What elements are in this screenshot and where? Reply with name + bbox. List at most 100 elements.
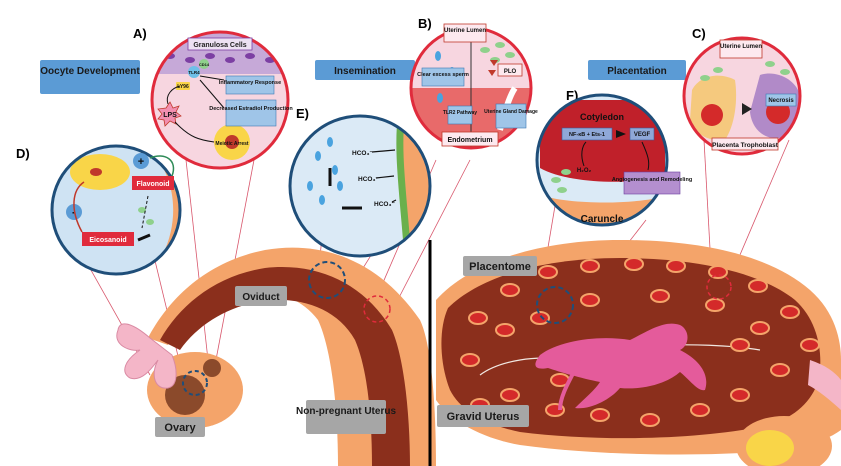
non-pregnant-uterus-text: Non-pregnant Uterus [296, 406, 396, 417]
plo-box [497, 63, 523, 77]
ovary-follicle-large [165, 375, 205, 415]
placentome-label-box [463, 256, 537, 276]
oviduct-lumen [160, 267, 410, 466]
panel-b: B) Uterine Lumen Clear excess sperm PLO … [409, 16, 538, 150]
inflammatory-response-box [225, 75, 275, 95]
ly96-box [176, 82, 190, 90]
oocyte-development-text: Oocyte Development [40, 66, 140, 77]
panel-c-border [682, 36, 802, 156]
section-headers: Oocyte Development Insemination Placenta… [40, 60, 686, 94]
decreased-estradiol-box [225, 99, 277, 127]
fetus [535, 323, 707, 409]
insemination-label: Insemination [334, 66, 396, 77]
uterine-lumen-c-label: Uterine Lumen [720, 44, 762, 50]
decreased-estradiol-label: Decreased Estradiol Production [209, 106, 293, 112]
ly96-label: LY96 [177, 84, 189, 90]
necrosis-box [765, 93, 797, 107]
plo-label: PLO [504, 69, 517, 75]
bacteria-d [138, 207, 154, 225]
bacteria-c [700, 61, 790, 81]
nfkb-label: NF-κB + Ets-1 [569, 132, 605, 138]
panel-d-letter: D) [16, 146, 30, 161]
ovary-label-box [155, 417, 205, 437]
panel-d-oocyte-nucleus [90, 168, 102, 176]
ovary-right-follicle [746, 430, 794, 466]
uterine-lumen-c-box [719, 39, 763, 59]
cotyledon-label: Cotyledon [580, 112, 624, 122]
panel-e-border [288, 114, 432, 258]
cervix [808, 360, 841, 410]
hco3-label-2: HCO₃⁻ [358, 176, 379, 183]
tlr4-label: TLR4 [188, 70, 200, 75]
placentation-label-box [588, 60, 686, 80]
sperm-e [307, 137, 343, 205]
non-pregnant-uterus-label-box [306, 400, 386, 434]
uterus-dashed-marker [363, 295, 391, 323]
h2o2-label: H₂O₂ [577, 168, 592, 174]
panel-c-letter: C) [692, 26, 706, 41]
panel-d-arrows [73, 155, 175, 242]
panel-a-arrows [166, 75, 225, 143]
panel-d-border [50, 144, 182, 276]
trophoblast-nucleus [701, 104, 723, 126]
panel-a-letter: A) [133, 26, 147, 41]
panel-e: E) HCO₃⁻ HCO₃⁻ HCO₃⁻ [288, 106, 432, 258]
hco3-label-3: HCO₃⁻ [374, 201, 395, 208]
tlr4-marker [188, 66, 200, 78]
oocyte-nucleus [225, 135, 239, 149]
bacteria-f [551, 169, 571, 193]
gravid-uterus-label: Gravid Uterus [447, 411, 520, 423]
oviduct-label: Oviduct [242, 292, 280, 303]
uterine-gland-damage-label: Uterine Gland Damage [484, 109, 538, 115]
vegf-label: VEGF [634, 132, 651, 138]
placenta-trophoblast-box [711, 137, 779, 151]
meiotic-arrest-label: Meiotic Arrest [215, 141, 248, 147]
flavonoid-box [132, 176, 174, 190]
oocyte-development-label: Oocyte Development [40, 66, 140, 77]
insemination-label-box [315, 60, 415, 80]
ovary-follicle-small [203, 359, 221, 377]
anatomy-labels: Oviduct Ovary Non-pregnant Uterus Gravid… [155, 256, 537, 437]
gravid-uterus-label-box [437, 405, 529, 427]
eicosanoid-label: Eicosanoid [89, 237, 126, 244]
nfkb-box [561, 127, 613, 141]
caruncles [460, 257, 820, 427]
ovary-dashed-marker [182, 370, 208, 396]
plo-triangle-2 [488, 70, 496, 76]
clear-excess-sperm-box [421, 67, 465, 87]
plus-badge [133, 153, 149, 169]
fimbriae [116, 323, 177, 389]
angiogenesis-box [623, 171, 681, 195]
placentome-label: Placentome [469, 261, 531, 273]
granulosa-cells-label: Granulosa Cells [193, 42, 246, 49]
oocyte-development-label-box [40, 60, 140, 94]
uterine-gland-damage-box [495, 103, 527, 129]
panel-f: F) Cotyledon NF-κB + Ets-1 VEGF H₂O₂ Ang… [535, 88, 692, 227]
uterine-lumen-b-box [443, 23, 487, 43]
lps-star [157, 101, 182, 127]
panel-f-arrows [581, 141, 650, 171]
panel-e-letter: E) [296, 106, 309, 121]
nfkb-vegf-arrow [616, 130, 626, 138]
placenta-trophoblast-label: Placenta Trophoblast [712, 142, 779, 149]
fetus-leg [558, 359, 582, 411]
placentation-label: Placentation [607, 66, 666, 77]
panel-c-arrow [742, 103, 752, 115]
non-pregnant-uterus-label: Non-pregnant Uterus [296, 406, 396, 417]
plus-label: + [138, 156, 144, 168]
caruncle-label: Caruncle [581, 214, 624, 225]
hco3-label-1: HCO₃⁻ [352, 150, 373, 157]
panel-a: A) Granulosa Cells TLR4 CD14 [133, 26, 293, 170]
panel-d: D) + - Flavonoid Eicosanoid [16, 144, 182, 276]
oviduct-label-box [235, 286, 287, 306]
cd14-label: CD14 [199, 62, 210, 67]
panel-a-border [150, 30, 290, 170]
cotyledon-tissue [540, 100, 665, 182]
caruncle-dashed-marker [706, 274, 732, 300]
plo-triangle-1 [490, 60, 498, 66]
flavonoid-label: Flavonoid [136, 181, 169, 188]
necrosis-label: Necrosis [768, 98, 794, 104]
lps-label: LPS [163, 112, 177, 119]
